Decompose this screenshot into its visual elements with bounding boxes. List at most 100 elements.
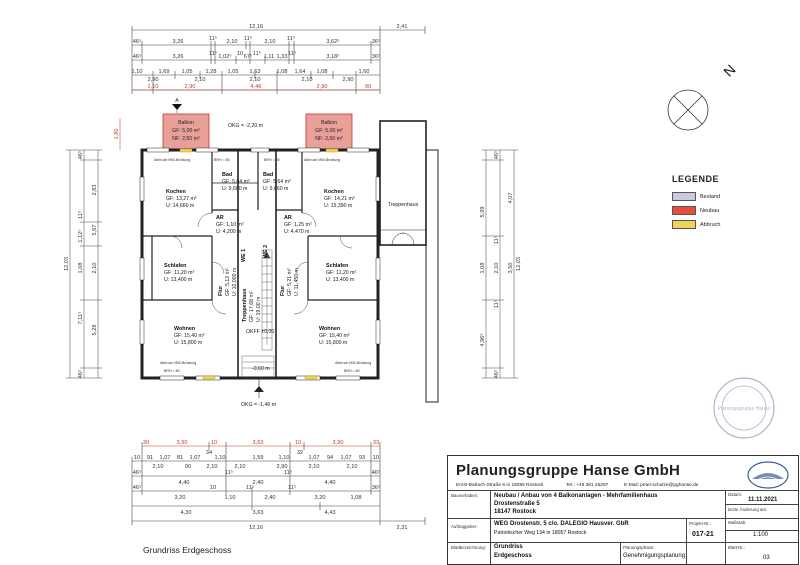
value-blatt-2: Erdgeschoss: [494, 553, 532, 559]
value-street: Drostenstraße 5: [494, 501, 540, 507]
dim-top-r2-8: 1,33: [277, 54, 288, 60]
dim-right-8: 11⁵: [493, 300, 500, 308]
svg-text:A: A: [175, 98, 179, 104]
demolition-markers: [179, 148, 339, 380]
legend-item-bestand: Bestand: [672, 192, 720, 201]
dim-bot-red-5: 3,90: [333, 440, 344, 446]
label-blatt-nr: Blatt-Nr.:: [728, 545, 746, 550]
dim-bot-r3-6: 11⁵: [288, 484, 296, 491]
dim-top-r3-1: 1,69: [159, 69, 170, 75]
balcony-right: Balkon GF: 5,00 m² NF: 2,50 m²: [305, 113, 353, 150]
dim-bot-r2-2: 11⁵: [225, 469, 233, 476]
title-block: Planungsgruppe Hanse GmbH Ernst-Barlach-…: [447, 455, 799, 565]
dim-bot-r1-12: 1,07: [341, 455, 352, 461]
dim-bot-r1-6: 1,10: [215, 455, 226, 461]
room-wohnen-right-gf: GF: 15,40 m²: [319, 333, 350, 339]
room-flur-right-gf: GF: 5,21 m²: [287, 268, 293, 296]
dim-left-6: 2,10: [92, 263, 98, 274]
room-ar-right-gf: GF: 1,25 m²: [284, 222, 312, 228]
dim-bot-r2-1: 4,40: [179, 480, 190, 486]
balcony-left-name: Balkon: [178, 120, 194, 126]
staircase: [241, 249, 275, 379]
dim-right-6: 3,50: [508, 263, 514, 274]
dim-top-r3-0: 1,10: [132, 69, 143, 75]
dim-bot-r2-3: 2,40: [253, 480, 264, 486]
dim-bot-r1-13: 93: [359, 455, 365, 461]
dim-right-total: 12,03: [516, 257, 522, 271]
room-kochen-left-name: Kochen: [166, 189, 186, 195]
annex-staircase: [379, 120, 439, 403]
room-bad-left-gf: GF: 5,64 m²: [222, 179, 250, 185]
label-blattbezeichnung: Blattbezeichnung:: [451, 545, 486, 550]
balcony-left-gf: GF: 5,00 m²: [172, 128, 200, 134]
value-auftraggeber-address: Patriotischer Weg 134 in 18057 Rostock: [494, 530, 587, 536]
brh-note-3: BRH = 80: [164, 369, 180, 373]
dim-bot-r2-6: 46⁵: [372, 469, 381, 476]
legend-label-bestand: Bestand: [700, 193, 721, 200]
dim-top-r3b-1: 2,10: [195, 77, 206, 83]
dim-bot-r3-7: 3,20: [315, 495, 326, 501]
room-schlafen-left-name: Schlafen: [164, 263, 186, 269]
room-flur-left-name: Flur: [218, 285, 224, 296]
room-ar-left-gf: GF: 1,10 m²: [216, 222, 244, 228]
dim-bot-red-1: 3,90: [177, 440, 188, 446]
dim-top-red-2: 4,46: [251, 84, 262, 90]
room-kochen-right-gf: GF: 14,21 m²: [324, 196, 355, 202]
dim-bot-r1b-5: 2,10: [309, 464, 320, 470]
dim-left-0: 46⁵: [77, 151, 84, 160]
room-bad-left-u: U: 9,660 m: [222, 186, 247, 192]
dim-bot-r4-2: 4,43: [325, 510, 336, 516]
room-schlafen-right-u: U: 13,400 m: [326, 277, 354, 283]
room-bad-right-name: Bad: [263, 172, 273, 178]
level-mid-label: -0,60 m: [252, 366, 270, 372]
label-projekt-nr: Projekt-Nr.:: [689, 521, 711, 526]
dim-bot-r1-1: 91: [147, 455, 153, 461]
legend-swatch-bestand: [672, 192, 696, 201]
dim-bot-r4-0: 4,30: [181, 510, 192, 516]
firm-logo: [747, 461, 789, 489]
entrance: [254, 378, 264, 398]
abbruch-note-3: Abbruch MW-Brüstung: [160, 361, 196, 365]
dim-top-r3-4: 1,05: [228, 69, 239, 75]
dim-top-side: 2,41: [397, 24, 408, 30]
dim-bot-r1b-0: 2,10: [153, 464, 164, 470]
room-wohnen-right-name: Wohnen: [319, 326, 340, 332]
dim-top-r2-11: 36⁵: [372, 53, 381, 60]
dim-top-r2-1: 3,26: [173, 54, 184, 60]
firm-address: Ernst-Barlach-Straße 6 in 18055 Rostock: [456, 483, 544, 488]
dim-right-3: 11⁵: [493, 236, 500, 244]
dim-right-1: 4,07: [508, 193, 514, 204]
dim-top-r1-7: 3,62⁵: [326, 38, 339, 45]
abbruch-note-4: Abbruch MW-Brüstung: [335, 361, 371, 365]
left-dimension-chains: [66, 118, 121, 379]
dim-left-2: 11⁵: [77, 211, 84, 219]
unit-we1-label: WE 1: [241, 249, 247, 262]
dim-top-r1-5: 2,10: [265, 39, 276, 45]
dim-bot-r1-14: 10: [373, 455, 379, 461]
dim-left-total: 12,03: [64, 257, 70, 271]
dim-left-1: 2,83: [92, 185, 98, 196]
room-flur-right-u: U: 11,450 m: [294, 268, 300, 296]
room-labels: Kochen GF: 13,27 m² U: 14,660 m Bad GF: …: [154, 158, 371, 408]
bottom-dimension-chains: [131, 442, 426, 525]
dim-bot-r4-1: 3,63: [253, 510, 264, 516]
dim-left-3: 1,12⁵: [77, 229, 84, 242]
label-auftraggeber: Auftraggeber:: [451, 524, 478, 529]
value-bauvorhaben: Neubau / Anbau von 4 Balkonanlagen - Meh…: [494, 493, 658, 499]
room-wohnen-left-u: U: 15,800 m: [174, 340, 202, 346]
room-flur-right-name: Flur: [280, 285, 286, 296]
label-datum: Datum:: [728, 492, 743, 497]
dim-bot-r1-8: 1,10: [279, 455, 290, 461]
value-blatt-nr: 03: [763, 555, 770, 561]
unit-we2-label: WE 2: [263, 245, 269, 258]
dim-top-r3-5: 1,63: [250, 69, 261, 75]
value-planungsphase: Genehmigungsplanung: [623, 553, 686, 559]
dim-top-r3b-4: 2,90: [343, 77, 354, 83]
value-projekt-nr: 017-21: [692, 531, 714, 538]
dim-left-8: 5,28: [92, 325, 98, 336]
room-ar-left-name: AR: [216, 215, 224, 221]
annex-staircase-label: Treppenhaus: [388, 202, 419, 208]
dim-bot-total: 12,16: [249, 525, 263, 531]
approval-stamp: Planungsgruppe Hanse: [713, 377, 775, 439]
right-dimension-labels: 12,03 46⁵ 4,07 5,99 11⁵ 1,08 2,10 3,50 4…: [479, 151, 522, 379]
